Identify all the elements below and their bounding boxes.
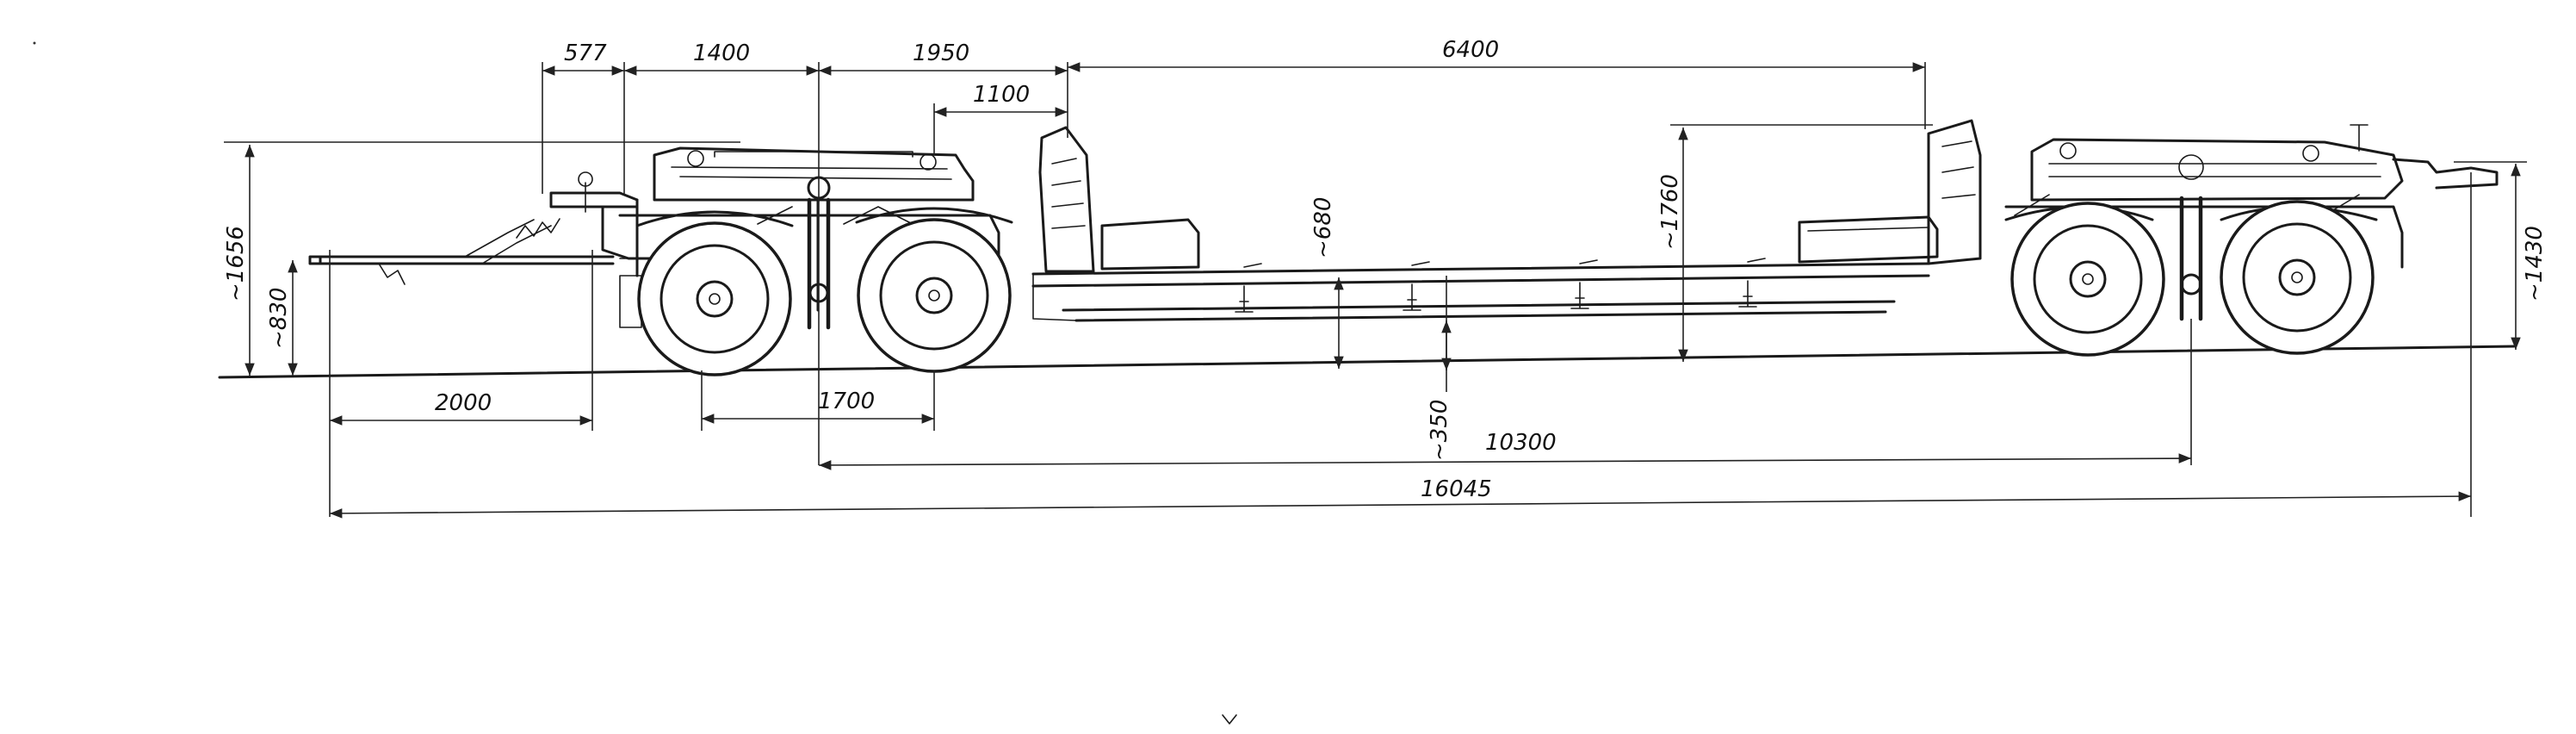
rear-wheel-1 [2010, 202, 2165, 357]
dim-577: 577 [564, 40, 607, 66]
dim-680: ~680 [1310, 197, 1336, 258]
dim-6400: 6400 [1442, 37, 1499, 63]
dim-10300: 10300 [1485, 430, 1557, 456]
dim-350: ~350 [1427, 400, 1452, 461]
dim-1100: 1100 [973, 82, 1030, 108]
rear-wheel-2 [2220, 200, 2375, 355]
dim-1950: 1950 [913, 40, 969, 66]
dim-1656: ~1656 [223, 226, 249, 302]
dim-16045: 16045 [1421, 476, 1492, 502]
front-dolly [308, 146, 1013, 376]
dim-1760: ~1760 [1657, 174, 1683, 250]
low-bed-platform [1031, 119, 1982, 322]
dim-1430: ~1430 [2522, 226, 2548, 302]
dim-830: ~830 [266, 288, 292, 349]
ground-line [218, 345, 2516, 379]
dim-2000: 2000 [435, 390, 492, 416]
rear-dolly [2004, 124, 2499, 357]
drawbar [308, 218, 615, 285]
dim-1400: 1400 [693, 40, 750, 66]
front-wheel-1 [637, 221, 792, 376]
front-wheel-2 [857, 218, 1012, 373]
dim-1700: 1700 [818, 389, 875, 414]
